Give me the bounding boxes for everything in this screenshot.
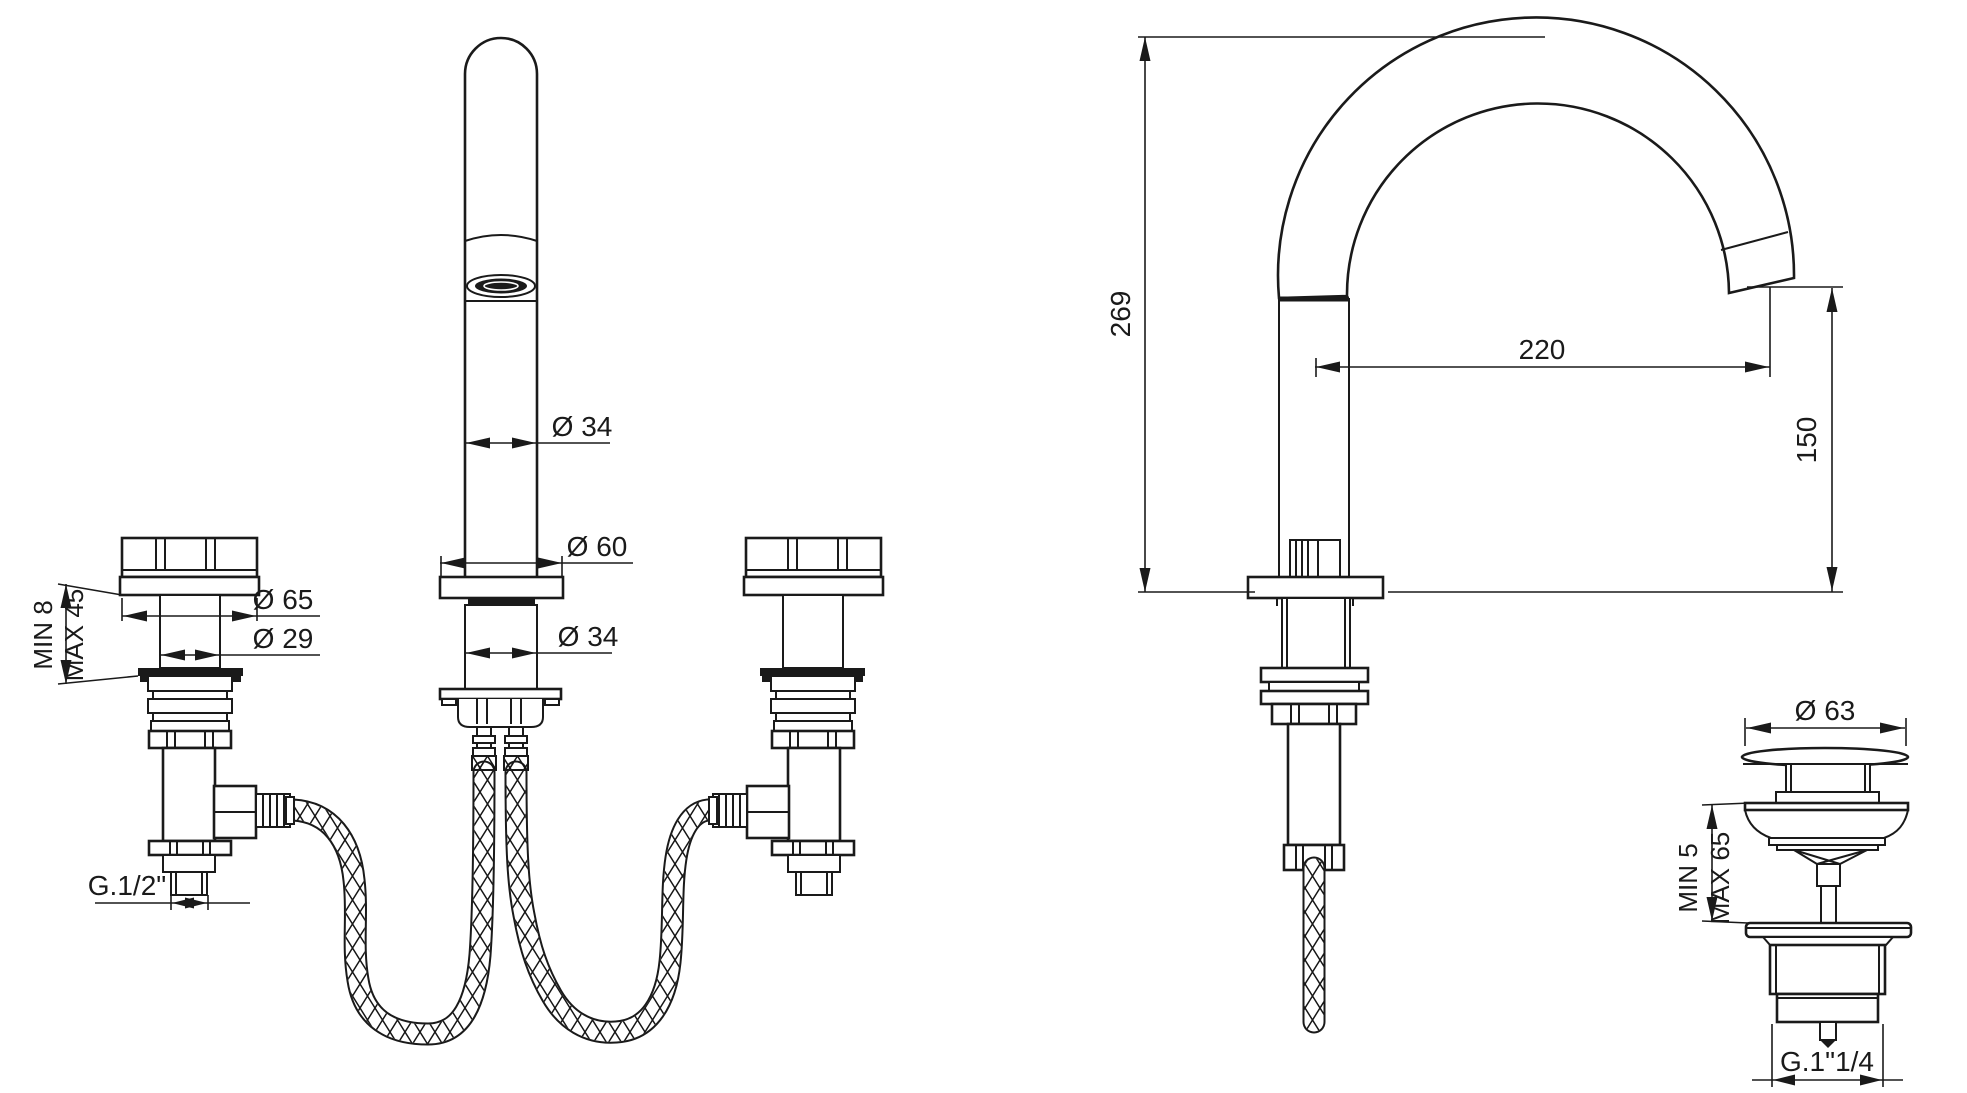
supply-hose-right bbox=[504, 760, 720, 1044]
dim-spout-reach: 220 bbox=[1519, 334, 1566, 365]
front-view: Ø 34 Ø 60 Ø 34 Ø 65 Ø 29 bbox=[28, 36, 885, 1046]
dim-handle-shank-diameter: Ø 29 bbox=[253, 623, 314, 654]
drain-plug bbox=[1740, 746, 1913, 1048]
dim-drain-cap-diameter: Ø 63 bbox=[1795, 695, 1856, 726]
aerator bbox=[475, 278, 527, 294]
spout-front bbox=[438, 36, 565, 771]
dim-handle-diameter: Ø 65 bbox=[253, 584, 314, 615]
dim-drain-thread: G.1"1/4 bbox=[1780, 1046, 1874, 1077]
spout-tip-joint bbox=[1720, 231, 1789, 251]
dim-spout-height: 269 bbox=[1105, 291, 1136, 338]
hose-connector-right bbox=[503, 726, 529, 771]
dim-counter-max: MAX 45 bbox=[59, 589, 89, 682]
dim-drain-counter-min: MIN 5 bbox=[1673, 843, 1703, 912]
dim-counter-min: MIN 8 bbox=[28, 600, 58, 669]
side-view-dimensions: 269 220 150 bbox=[1105, 36, 1843, 593]
spout-side bbox=[1246, 16, 1796, 872]
drain-dimensions: Ø 63 MIN 5 MAX 65 G.1"1/4 bbox=[1673, 695, 1907, 1087]
dim-shank-diameter: Ø 34 bbox=[558, 621, 619, 652]
dim-drain-counter-max: MAX 65 bbox=[1705, 832, 1735, 925]
supply-hose-left bbox=[281, 760, 496, 1046]
dim-spout-diameter: Ø 34 bbox=[552, 411, 613, 442]
drain-detail: Ø 63 MIN 5 MAX 65 G.1"1/4 bbox=[1673, 695, 1913, 1087]
dim-base-diameter: Ø 60 bbox=[567, 531, 628, 562]
dim-supply-thread: G.1/2" bbox=[88, 870, 166, 901]
front-view-dimensions: Ø 34 Ø 60 Ø 34 Ø 65 Ø 29 bbox=[28, 411, 633, 910]
dim-outlet-height: 150 bbox=[1791, 417, 1822, 464]
handle-valve-right bbox=[707, 536, 885, 897]
hose-connector-left bbox=[471, 726, 497, 771]
side-view: 269 220 150 bbox=[1105, 16, 1843, 1034]
